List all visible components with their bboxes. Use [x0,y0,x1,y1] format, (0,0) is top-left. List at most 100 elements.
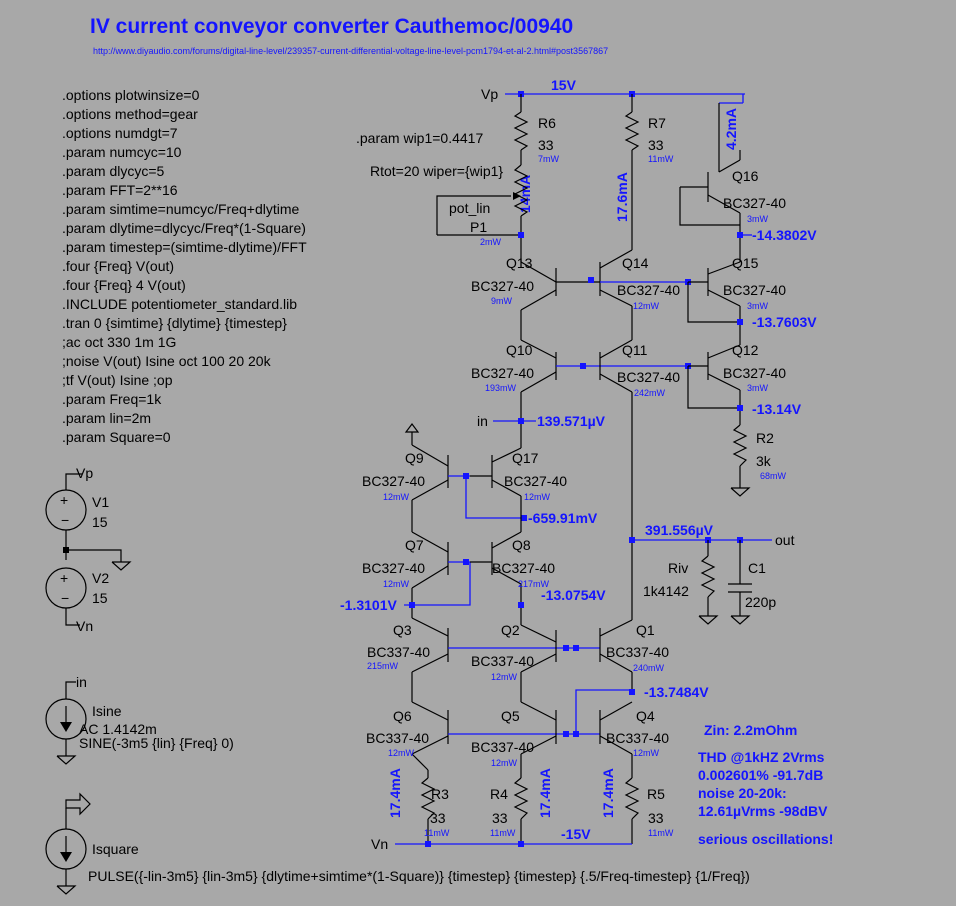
r5-current: 17.4mA [600,768,616,818]
pot-model: pot_lin [449,200,490,216]
r5-resistor: R5 33 11mW 17.4mA [600,768,674,844]
r4-current: 17.4mA [537,768,553,818]
isine-sine: SINE(-3m5 {lin} {Freq} 0) [79,735,234,751]
v1-value: 15 [92,514,108,530]
pot-name: P1 [470,219,487,235]
r4-name: R4 [490,786,508,802]
r6-power: 7mW [538,154,560,164]
isine-source: in Isine AC 1.4142m SINE(-3m5 {lin} {Fre… [45,674,234,765]
q2-transistor: Q2 BC337-40 12mW [471,622,557,702]
q1-power: 240mW [633,663,665,673]
r7-name: R7 [648,115,666,131]
q17-node-voltage: -659.91mV [528,510,598,526]
c1-value: 220p [745,594,776,610]
q3-name: Q3 [393,622,412,638]
v1-vp-label: Vp [76,465,93,481]
q9-name: Q9 [405,450,424,466]
q8-node-voltage: -13.0754V [541,587,606,603]
directive-line: .param Square=0 [62,429,171,445]
riv-value: 1k4142 [643,583,689,599]
q11-model: BC327-40 [617,369,680,385]
q12-name: Q12 [732,342,759,358]
positive-rail-voltage: 15V [551,77,577,93]
r3-value: 33 [430,810,446,826]
r2-resistor: R2 3k 68mW [730,424,787,497]
r5-value: 33 [648,810,664,826]
q15-node-voltage: -13.7603V [752,314,817,330]
directive-line: .param Freq=1k [62,391,162,407]
q3-power: 215mW [367,661,399,671]
directive-line: .param FFT=2**16 [62,182,178,198]
riv-resistor: Riv 1k4142 [643,540,719,625]
note-line: 0.002601% -91.7dB [698,767,823,783]
q17-name: Q17 [512,450,539,466]
q12-node-voltage: -13.14V [752,401,802,417]
q5-model: BC337-40 [471,739,534,755]
q11-transistor: Q11 BC327-40 242mW [556,339,691,620]
directive-line: .param numcyc=10 [62,144,182,160]
note-line: Zin: 2.2mOhm [704,722,797,738]
isine-ac: AC 1.4142m [79,721,157,737]
input-node: in 139.571µV [477,413,606,429]
r2-name: R2 [756,430,774,446]
q10-model: BC327-40 [471,365,534,381]
r6-name: R6 [538,115,556,131]
vp-net-label: Vp [481,86,498,102]
q1-name: Q1 [636,622,655,638]
q4-name: Q4 [636,708,655,724]
q12-transistor: Q12 BC327-40 3mW -13.14V [687,342,802,425]
r7-resistor: R7 33 11mW 17.6mA [614,94,674,250]
q2-name: Q2 [501,622,520,638]
c1-name: C1 [748,560,766,576]
out-net-label: out [775,532,795,548]
v2-source: + − V2 15 Vn [45,567,109,634]
source-url: http://www.diyaudio.com/forums/digital-l… [93,46,608,56]
r3-current: 17.4mA [387,768,403,818]
q13-model: BC327-40 [471,278,534,294]
q11-power: 242mW [634,388,666,398]
note-line: 12.61µVrms -98dBV [698,803,828,819]
q10-transistor: Q10 BC327-40 193mW [471,339,557,420]
q4-transistor: Q4 BC337-40 12mW [599,701,669,775]
r7-current: 17.6mA [614,172,630,222]
q15-power: 3mW [747,301,769,311]
isquare-name: Isquare [92,841,139,857]
q3-transistor: Q3 BC337-40 215mW [367,617,600,702]
minus-icon: − [61,512,69,528]
q6-power: 12mW [388,748,415,758]
directive-line: ;ac oct 330 1m 1G [62,334,176,350]
q7-name: Q7 [405,537,424,553]
r4-power: 11mW [490,828,516,838]
directive-line: .param simtime=numcyc/Freq+dlytime [62,201,300,217]
pot-param-wip: .param wip1=0.4417 [356,130,483,146]
q11-name: Q11 [622,342,648,358]
isquare-source: Isquare PULSE({-lin-3m5} {lin-3m5} {dlyt… [45,792,750,895]
q17-model: BC327-40 [504,473,567,489]
q14-power: 12mW [633,301,660,311]
q4-model: BC337-40 [606,730,669,746]
directive-line: .param timestep=(simtime-dlytime)/FFT [62,239,307,255]
q16-node-voltage: -14.3802V [752,227,817,243]
directive-line: .options numdgt=7 [62,125,178,141]
q2-model: BC337-40 [471,653,534,669]
plus-icon: + [60,570,68,586]
p1-potentiometer: .param wip1=0.4417 Rtot=20 wiper={wip1} … [356,130,529,258]
negative-rail-voltage: -15V [561,826,591,842]
in-net-label: in [477,413,488,429]
directive-line: .options method=gear [62,106,198,122]
q1-transistor: Q1 BC337-40 240mW -13.7484V [599,619,709,700]
r6-resistor: R6 33 7mW 14mA [513,94,560,213]
isquare-pulse: PULSE({-lin-3m5} {lin-3m5} {dlytime+simt… [88,868,750,884]
q8-power: 217mW [518,579,550,589]
r4-value: 33 [492,810,508,826]
q16-current: 4.2mA [723,108,739,150]
q9-power: 12mW [383,492,410,502]
r3-resistor: R3 33 11mW 17.4mA [387,768,450,844]
r6-current: 14mA [517,175,533,213]
q12-power: 3mW [747,383,769,393]
q10-name: Q10 [506,342,533,358]
q6-transistor: Q6 BC337-40 12mW [366,689,632,771]
r3-name: R3 [431,786,449,802]
q14-model: BC327-40 [617,282,680,298]
directive-line: .tran 0 {simtime} {dlytime} {timestep} [62,315,287,331]
